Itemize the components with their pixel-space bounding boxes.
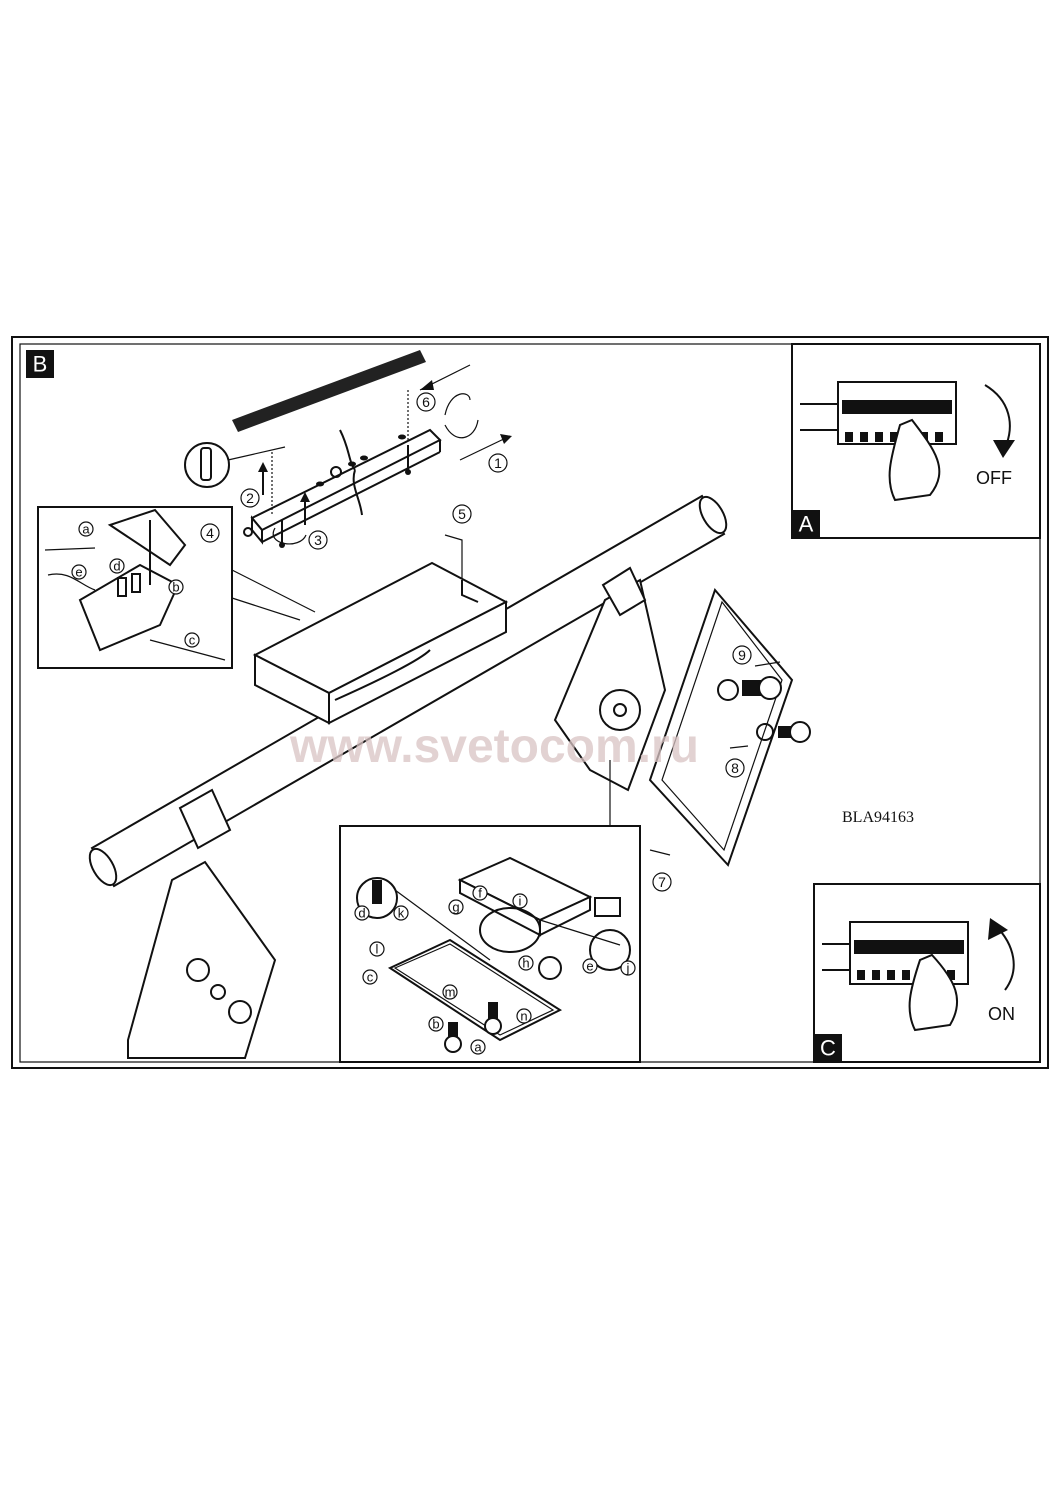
panel-c-switch-on: ON C [813, 883, 1041, 1063]
wire-label-e: e [75, 565, 82, 580]
wire-label-d: d [113, 559, 120, 574]
step-4: 4 [206, 525, 214, 541]
outer-frame [11, 336, 1049, 1069]
part-label-h: h [522, 956, 529, 971]
part-label-l: l [376, 942, 379, 957]
part-label-i: i [519, 894, 522, 909]
assembly-letters: a b c d e f g h i j k l m n [354, 885, 636, 1055]
part-label-m: m [445, 985, 456, 1000]
step-9: 9 [738, 647, 746, 663]
part-label-k: k [398, 906, 405, 921]
step-2: 2 [246, 490, 254, 506]
left-spot-assembly [127, 788, 277, 1059]
part-label-d: d [358, 906, 365, 921]
ceiling-hatch [232, 350, 426, 432]
step-7: 7 [658, 874, 666, 890]
canopy-box [252, 561, 509, 725]
part-label-c: c [367, 970, 374, 985]
model-code: BLA94163 [842, 809, 914, 826]
panel-a-label: A [799, 512, 814, 537]
watermark: www.svetocom.ru [289, 720, 699, 773]
step-5: 5 [458, 506, 466, 522]
wire-label-b: b [172, 580, 179, 595]
step-numbers: 1 2 3 4 5 6 7 8 9 [200, 392, 752, 892]
part-label-n: n [520, 1009, 527, 1024]
mounting-bracket [243, 390, 442, 548]
part-label-j: j [626, 961, 630, 976]
off-label: OFF [976, 468, 1012, 488]
step-3: 3 [314, 532, 322, 548]
wiring-letters: a b c d e [71, 521, 200, 648]
step-1: 1 [494, 455, 502, 471]
direction-arrows [258, 364, 512, 580]
wire-label-c: c [189, 633, 196, 648]
on-label: ON [988, 1004, 1015, 1024]
part-label-f: f [478, 886, 482, 901]
panel-b-badge [26, 350, 54, 378]
wire-label-a: a [82, 522, 90, 537]
step-6: 6 [422, 394, 430, 410]
part-label-a: a [474, 1040, 482, 1055]
panel-c-label: C [820, 1036, 836, 1061]
right-spot-assembly [553, 566, 811, 867]
panel-a-switch-off: OFF A [791, 343, 1041, 539]
wall-plug-detail [184, 442, 286, 488]
assembly-inset [339, 825, 641, 1063]
part-label-e: e [586, 959, 593, 974]
step-8: 8 [731, 760, 739, 776]
panel-b-label: B [33, 352, 48, 377]
part-label-b: b [432, 1017, 439, 1032]
wiring-inset [37, 506, 316, 669]
part-label-g: g [452, 900, 459, 915]
